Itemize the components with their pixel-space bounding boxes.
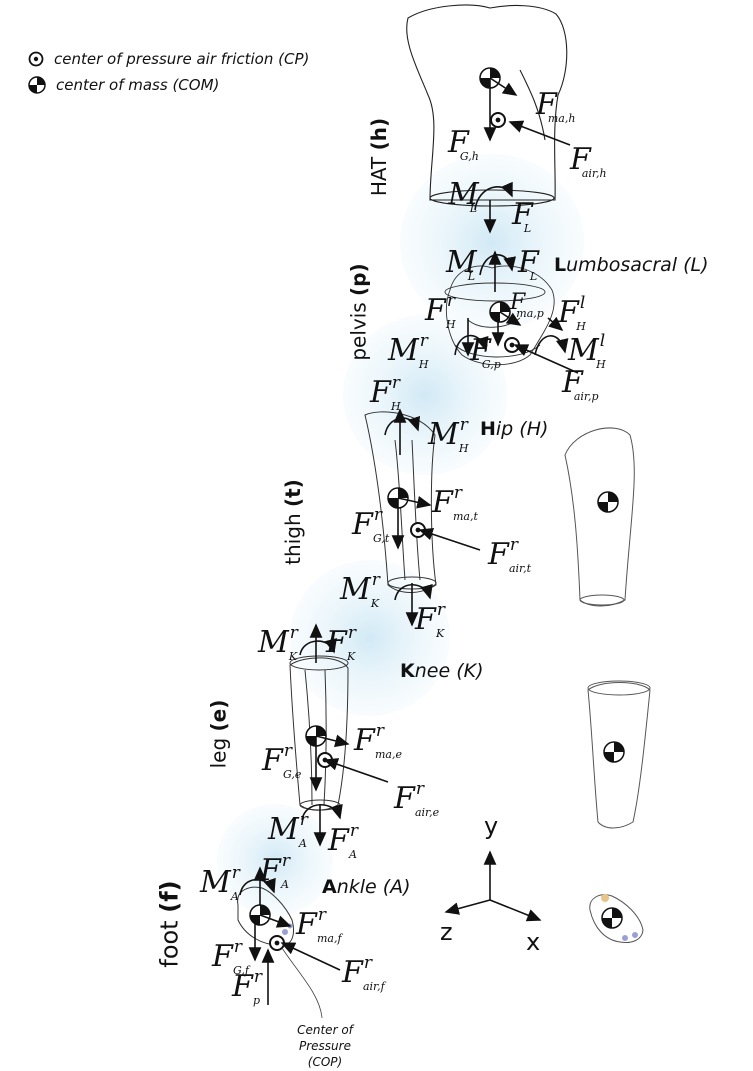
legend: center of pressure air friction (CP) cen… [28,46,309,98]
label-F-air-h: Fair,h [570,142,607,180]
label-M-K-r: MrK [258,623,298,663]
label-F-air-t: Frair,t [488,535,532,575]
com-marker [601,907,623,929]
segment-label-leg: leg (e) [206,699,231,769]
label-M-H-r-pelvis: MrH [388,331,429,371]
axis-x-label: x [526,928,541,956]
reference-thigh [564,427,635,607]
label-F-G-p: FG,p [470,333,501,371]
label-F-G-h: FG,h [448,125,479,163]
label-F-K-r: FrK [326,623,356,663]
hat-segment [406,4,568,207]
segment-label-thigh: thigh (t) [280,479,305,565]
label-F-L-top: FL [512,197,533,235]
arrows [239,77,579,1005]
label-M-A-r-leg: MrA [268,810,308,850]
lumbosacral-glow [400,154,584,330]
cp-marker [269,935,285,951]
joint-label-lumbosacral: Lumbosacral (L) [554,254,709,276]
label-F-A-r: FrA [260,851,290,891]
cp-target-icon [28,51,44,67]
label-F-H-r-pelvis: FrH [425,291,456,331]
label-M-A-r: MrA [200,863,240,903]
label-F-H-l: FlH [558,293,586,333]
label-M-L-top: ML [448,177,479,215]
label-F-A-r-leg: FrA [328,821,358,861]
label-F-G-e: FrG,e [262,741,302,781]
label-F-K-r-thigh: FrK [415,600,445,640]
ankle-glow [217,804,333,916]
legend-cp-label: center of pressure air friction (CP) [54,50,310,68]
label-F-L: FL [518,245,539,283]
label-F-p-r: Frp [232,967,262,1007]
label-F-air-e: Frair,e [394,779,440,819]
label-F-G-t: FrG,t [352,505,390,545]
label-F-ma-t: Frma,t [432,483,478,523]
legend-com-label: center of mass (COM) [56,76,220,94]
legend-cp: center of pressure air friction (CP) [28,46,309,72]
axis-y-label: y [484,812,499,840]
joint-label-knee: Knee (K) [400,660,484,682]
label-F-G-f: FrG,f [212,937,249,977]
label-M-H-r: MrH [428,415,469,455]
cop-leader [281,947,323,1019]
segment-label-pelvis: pelvis (p) [346,263,371,361]
com-marker [597,491,619,513]
axis-z-label: z [440,918,453,946]
com-marker [603,741,625,763]
legend-com: center of mass (COM) [28,72,309,98]
reference-foot [589,894,644,943]
label-F-ma-f: Frma,f [296,905,342,945]
reference-leg [587,680,651,829]
knee-glow [290,560,450,716]
cop-note-line2: (COP) [307,1055,343,1070]
segment-label-hat: HAT (h) [367,117,392,197]
cp-marker [410,522,426,538]
label-F-ma-h: Fma,h [536,87,576,125]
label-M-L: ML [446,245,477,283]
joint-label-hip: Hip (H) [480,418,549,440]
label-F-air-f: Frair,f [342,953,385,993]
joint-label-ankle: Ankle (A) [322,876,411,898]
com-quartered-icon [28,76,46,94]
label-F-air-p: Fair,p [562,365,599,403]
label-F-ma-p: Fma,p [510,290,544,320]
label-M-H-l: MlH [568,331,606,371]
cop-note: Center of Pressure (COP) [270,1022,380,1071]
label-F-ma-e: Frma,e [354,721,402,761]
label-M-K-r-thigh: MrK [340,570,380,610]
cop-note-line1: Center of Pressure [297,1023,353,1054]
cp-marker [490,112,506,128]
label-F-H-r: FrH [370,373,401,413]
segment-label-foot: foot (f) [155,880,184,968]
